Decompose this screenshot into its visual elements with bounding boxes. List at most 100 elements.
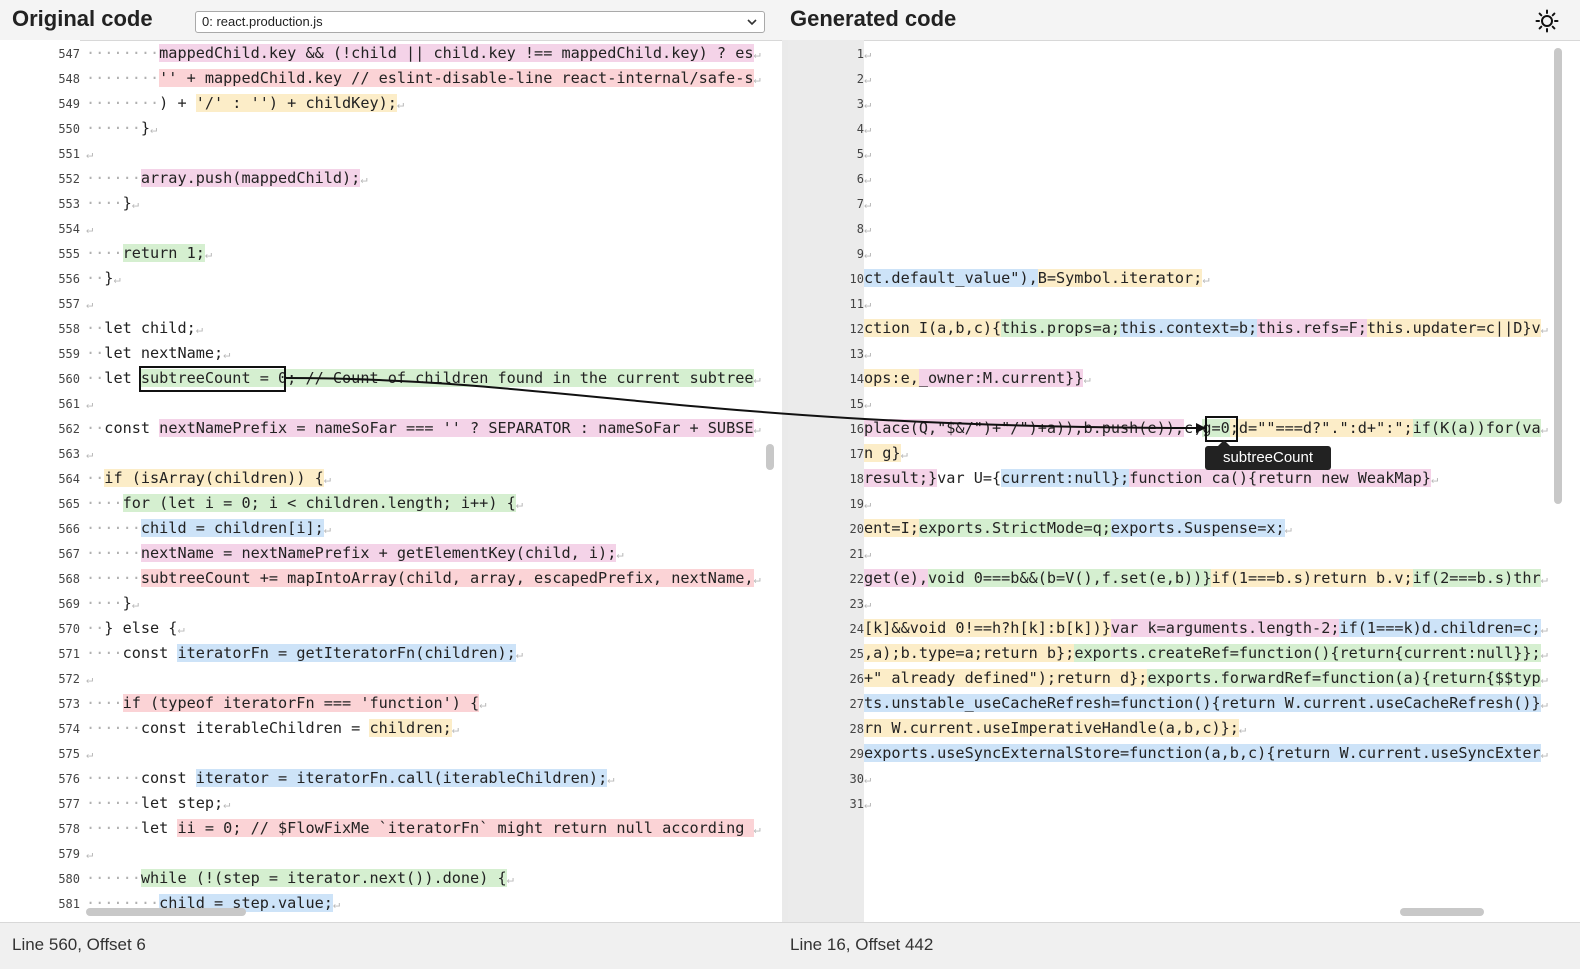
code-segment[interactable]: [k]&&void 0!==h?h[k]:b[k])}: [864, 619, 1111, 637]
generated-horizontal-scrollbar[interactable]: [1400, 908, 1484, 916]
code-segment[interactable]: if (typeof iteratorFn === 'function') {: [122, 694, 480, 712]
sun-icon[interactable]: [1535, 9, 1559, 33]
code-segment[interactable]: this.props=a;: [1001, 319, 1121, 337]
code-segment[interactable]: iterator = iteratorFn.call(iterableChild…: [195, 769, 608, 787]
code-segment[interactable]: ts.unstable_useCacheRefresh=function(){r…: [864, 694, 1541, 712]
code-segment[interactable]: if(1===k)d.children=c;: [1339, 619, 1541, 637]
code-segment[interactable]: if(1===b.s)return b.v;: [1211, 569, 1413, 587]
code-segment[interactable]: let: [104, 369, 141, 387]
generated-code-line[interactable]: ,a);b.type=a;return b};exports.createRef…: [864, 642, 1548, 664]
code-segment[interactable]: g=0: [1202, 419, 1230, 437]
original-code-line[interactable]: ······const iterator = iteratorFn.call(i…: [86, 767, 614, 789]
original-code-line[interactable]: ↵: [86, 842, 93, 864]
original-code-line[interactable]: ······child = children[i];↵: [86, 517, 331, 539]
generated-code-line[interactable]: ↵: [864, 792, 871, 814]
original-code-line[interactable]: ····for (let i = 0; i < children.length;…: [86, 492, 523, 514]
original-code-line[interactable]: ····if (typeof iteratorFn === 'function'…: [86, 692, 486, 714]
code-segment[interactable]: const: [122, 644, 178, 662]
code-segment[interactable]: const: [140, 769, 196, 787]
generated-code-area[interactable]: ↵ ↵ ↵ ↵ ↵ ↵ ↵ ↵ ↵ ct.default_value"),B=Symbol.ite…: [864, 40, 1568, 922]
generated-code-line[interactable]: ↵: [864, 492, 871, 514]
original-code-area[interactable]: ········mappedChild.key && (!child || ch…: [86, 40, 782, 922]
generated-code-line[interactable]: ↵: [864, 142, 871, 164]
code-segment[interactable]: current:null};: [1001, 469, 1130, 487]
code-segment[interactable]: if (isArray(children)) {: [104, 469, 324, 487]
code-segment[interactable]: if(2===b.s)thr: [1412, 569, 1541, 587]
code-segment[interactable]: ;d=""===d?".":d+":";: [1229, 419, 1413, 437]
generated-code-line[interactable]: [k]&&void 0!==h?h[k]:b[k])}var k=argumen…: [864, 617, 1548, 639]
code-segment[interactable]: '/' : '') + childKey);: [195, 94, 397, 112]
generated-code-line[interactable]: ts.unstable_useCacheRefresh=function(){r…: [864, 692, 1548, 714]
code-segment[interactable]: } else {: [104, 619, 178, 637]
original-code-line[interactable]: ··} else {↵: [86, 617, 185, 639]
original-code-line[interactable]: ↵: [86, 392, 93, 414]
generated-code-line[interactable]: result;}var U={current:null};function ca…: [864, 467, 1438, 489]
generated-code-line[interactable]: ↵: [864, 117, 871, 139]
code-segment[interactable]: ct.default_value"),: [864, 269, 1038, 287]
code-segment[interactable]: array.push(mappedChild);: [140, 169, 361, 187]
code-segment[interactable]: ,a);b.type=a;return b};: [864, 644, 1075, 662]
original-code-line[interactable]: ····}↵: [86, 592, 139, 614]
original-code-line[interactable]: ······while (!(step = iterator.next()).d…: [86, 867, 514, 889]
original-code-line[interactable]: ······let step;↵: [86, 792, 230, 814]
original-code-line[interactable]: ↵: [86, 667, 93, 689]
code-segment[interactable]: let child;: [104, 319, 196, 337]
code-segment[interactable]: ent=I;: [864, 519, 919, 537]
code-segment[interactable]: ops:e,: [864, 369, 919, 387]
original-horizontal-scrollbar[interactable]: [86, 908, 246, 916]
generated-code-line[interactable]: n g}↵: [864, 442, 908, 464]
original-code-line[interactable]: ····const iteratorFn = getIteratorFn(chi…: [86, 642, 523, 664]
code-segment[interactable]: mappedChild.key && (!child || child.key …: [159, 44, 754, 62]
code-segment[interactable]: const: [104, 419, 160, 437]
code-segment[interactable]: get(e),: [864, 569, 929, 587]
code-segment[interactable]: this.context=b;: [1120, 319, 1258, 337]
code-segment[interactable]: let: [104, 344, 141, 362]
code-segment[interactable]: B=Symbol.iterator;: [1037, 269, 1203, 287]
original-code-line[interactable]: ··}↵: [86, 267, 121, 289]
code-segment[interactable]: void 0===b&&(b=V(),f.set(e,b))}: [928, 569, 1212, 587]
code-segment[interactable]: '' + mappedChild.key // eslint-disable-l…: [159, 69, 754, 87]
code-segment[interactable]: child = children[i];: [140, 519, 324, 537]
generated-code-line[interactable]: ↵: [864, 292, 871, 314]
generated-code-line[interactable]: ↵: [864, 92, 871, 114]
code-segment[interactable]: exports.useSyncExternalStore=function(a,…: [864, 744, 1541, 762]
code-segment[interactable]: ) +: [159, 94, 196, 112]
generated-code-line[interactable]: ops:e,_owner:M.current}}↵: [864, 367, 1091, 389]
original-code-line[interactable]: ↵: [86, 217, 93, 239]
generated-code-line[interactable]: ↵: [864, 242, 871, 264]
code-segment[interactable]: children;: [369, 719, 452, 737]
original-code-line[interactable]: ··let child;↵: [86, 317, 203, 339]
original-code-line[interactable]: ··if (isArray(children)) {↵: [86, 467, 331, 489]
original-code-line[interactable]: ····return 1;↵: [86, 242, 212, 264]
original-code-line[interactable]: ↵: [86, 292, 93, 314]
original-code-line[interactable]: ······}↵: [86, 117, 157, 139]
code-segment[interactable]: }: [122, 594, 132, 612]
code-segment[interactable]: exports.StrictMode=q;: [918, 519, 1111, 537]
generated-code-line[interactable]: ↵: [864, 217, 871, 239]
code-segment[interactable]: function ca(){return new WeakMap}: [1129, 469, 1431, 487]
generated-code-line[interactable]: ↵: [864, 592, 871, 614]
original-code-line[interactable]: ······array.push(mappedChild);↵: [86, 167, 368, 189]
original-code-line[interactable]: ········mappedChild.key && (!child || ch…: [86, 42, 761, 64]
code-segment[interactable]: }: [122, 194, 132, 212]
code-segment[interactable]: for (let i = 0; i < children.length; i++…: [122, 494, 516, 512]
code-segment[interactable]: var k=arguments.length-2;: [1110, 619, 1340, 637]
generated-code-line[interactable]: ct.default_value"),B=Symbol.iterator;↵: [864, 267, 1210, 289]
pane-divider[interactable]: [782, 40, 788, 922]
code-segment[interactable]: return 1;: [122, 244, 205, 262]
original-vertical-scrollbar[interactable]: [766, 444, 774, 470]
original-code-line[interactable]: ↵: [86, 142, 93, 164]
code-segment[interactable]: exports.createRef=function(){return{curr…: [1074, 644, 1541, 662]
code-segment[interactable]: let: [140, 819, 178, 837]
original-code-line[interactable]: ····}↵: [86, 192, 139, 214]
generated-code-line[interactable]: ↵: [864, 67, 871, 89]
code-segment[interactable]: nextNamePrefix = nameSoFar === '' ? SEPA…: [159, 419, 754, 437]
code-segment[interactable]: nextName;: [140, 344, 224, 362]
code-segment[interactable]: const iterableChildren =: [140, 719, 370, 737]
generated-code-line[interactable]: ent=I;exports.StrictMode=q;exports.Suspe…: [864, 517, 1292, 539]
generated-code-line[interactable]: exports.useSyncExternalStore=function(a,…: [864, 742, 1548, 764]
code-segment[interactable]: n g}: [864, 444, 901, 462]
original-code-line[interactable]: ↵: [86, 442, 93, 464]
original-code-line[interactable]: ··const nextNamePrefix = nameSoFar === '…: [86, 417, 761, 439]
generated-code-line[interactable]: ↵: [864, 192, 871, 214]
